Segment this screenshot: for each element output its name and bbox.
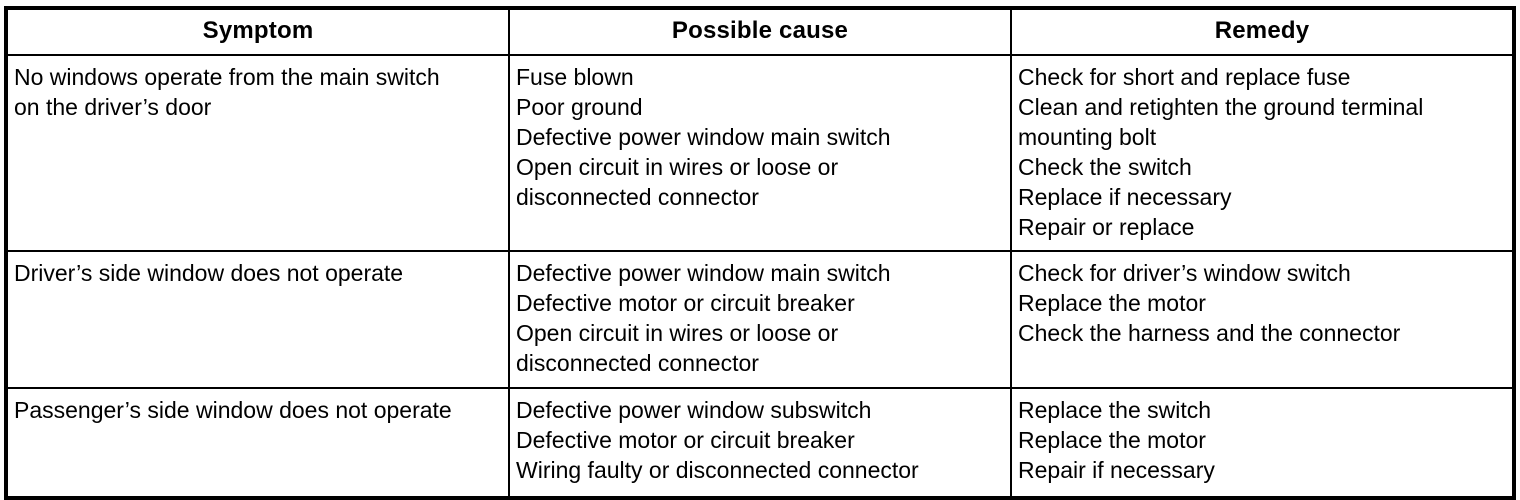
page-canvas: Symptom Possible cause Remedy No windows… xyxy=(4,6,1516,500)
text-line: Defective motor or circuit breaker xyxy=(516,427,855,453)
text-line: Replace the motor xyxy=(1018,290,1206,316)
text-line: Repair if necessary xyxy=(1018,457,1215,483)
text-line: disconnected connector xyxy=(516,350,759,376)
table-body: No windows operate from the main switch o… xyxy=(6,55,1514,498)
text-line: Check for driver’s window switch xyxy=(1018,260,1351,286)
text-line: Check for short and replace fuse xyxy=(1018,64,1351,90)
text-line: Wiring faulty or disconnected connector xyxy=(516,457,919,483)
column-header-symptom: Symptom xyxy=(6,8,510,56)
symptom-lines: Driver’s side window does not operate xyxy=(14,258,502,288)
text-line: Defective power window main switch xyxy=(516,260,891,286)
symptom-lines: No windows operate from the main switch o… xyxy=(14,62,502,122)
text-line: Defective power window main switch xyxy=(516,124,891,150)
troubleshooting-table: Symptom Possible cause Remedy No windows… xyxy=(4,6,1516,500)
text-line: Defective motor or circuit breaker xyxy=(516,290,855,316)
table-row: No windows operate from the main switch o… xyxy=(6,55,1514,251)
column-header-possible-cause: Possible cause xyxy=(509,8,1012,56)
text-line: Defective power window subswitch xyxy=(516,397,872,423)
text-line: Replace the switch xyxy=(1018,397,1212,423)
text-line: Fuse blown xyxy=(516,64,634,90)
cell-symptom: No windows operate from the main switch o… xyxy=(6,55,510,251)
text-line: Driver’s side window does not operate xyxy=(14,260,404,286)
table-row: Passenger’s side window does not operate… xyxy=(6,387,1514,498)
text-line: mounting bolt xyxy=(1018,124,1157,150)
text-line: Open circuit in wires or loose or xyxy=(516,154,839,180)
text-line: Clean and retighten the ground terminal xyxy=(1018,94,1424,120)
text-line: Check the harness and the connector xyxy=(1018,320,1401,346)
text-line: Passenger’s side window does not operate xyxy=(14,397,452,423)
text-line: on the driver’s door xyxy=(14,94,212,120)
text-line: Replace if necessary xyxy=(1018,184,1232,210)
text-line: Repair or replace xyxy=(1018,214,1195,240)
text-line: Replace the motor xyxy=(1018,427,1206,453)
table-row: Driver’s side window does not operate De… xyxy=(6,250,1514,388)
column-header-remedy: Remedy xyxy=(1011,8,1514,56)
cell-symptom: Passenger’s side window does not operate xyxy=(6,387,510,498)
cell-symptom: Driver’s side window does not operate xyxy=(6,250,510,388)
header-row: Symptom Possible cause Remedy xyxy=(6,8,1514,56)
table-header: Symptom Possible cause Remedy xyxy=(6,8,1514,56)
symptom-lines: Passenger’s side window does not operate xyxy=(14,395,502,425)
text-line: Poor ground xyxy=(516,94,643,120)
text-line: No windows operate from the main switch xyxy=(14,64,440,90)
text-line: Check the switch xyxy=(1018,154,1192,180)
text-line: disconnected connector xyxy=(516,184,759,210)
text-line: Open circuit in wires or loose or xyxy=(516,320,839,346)
